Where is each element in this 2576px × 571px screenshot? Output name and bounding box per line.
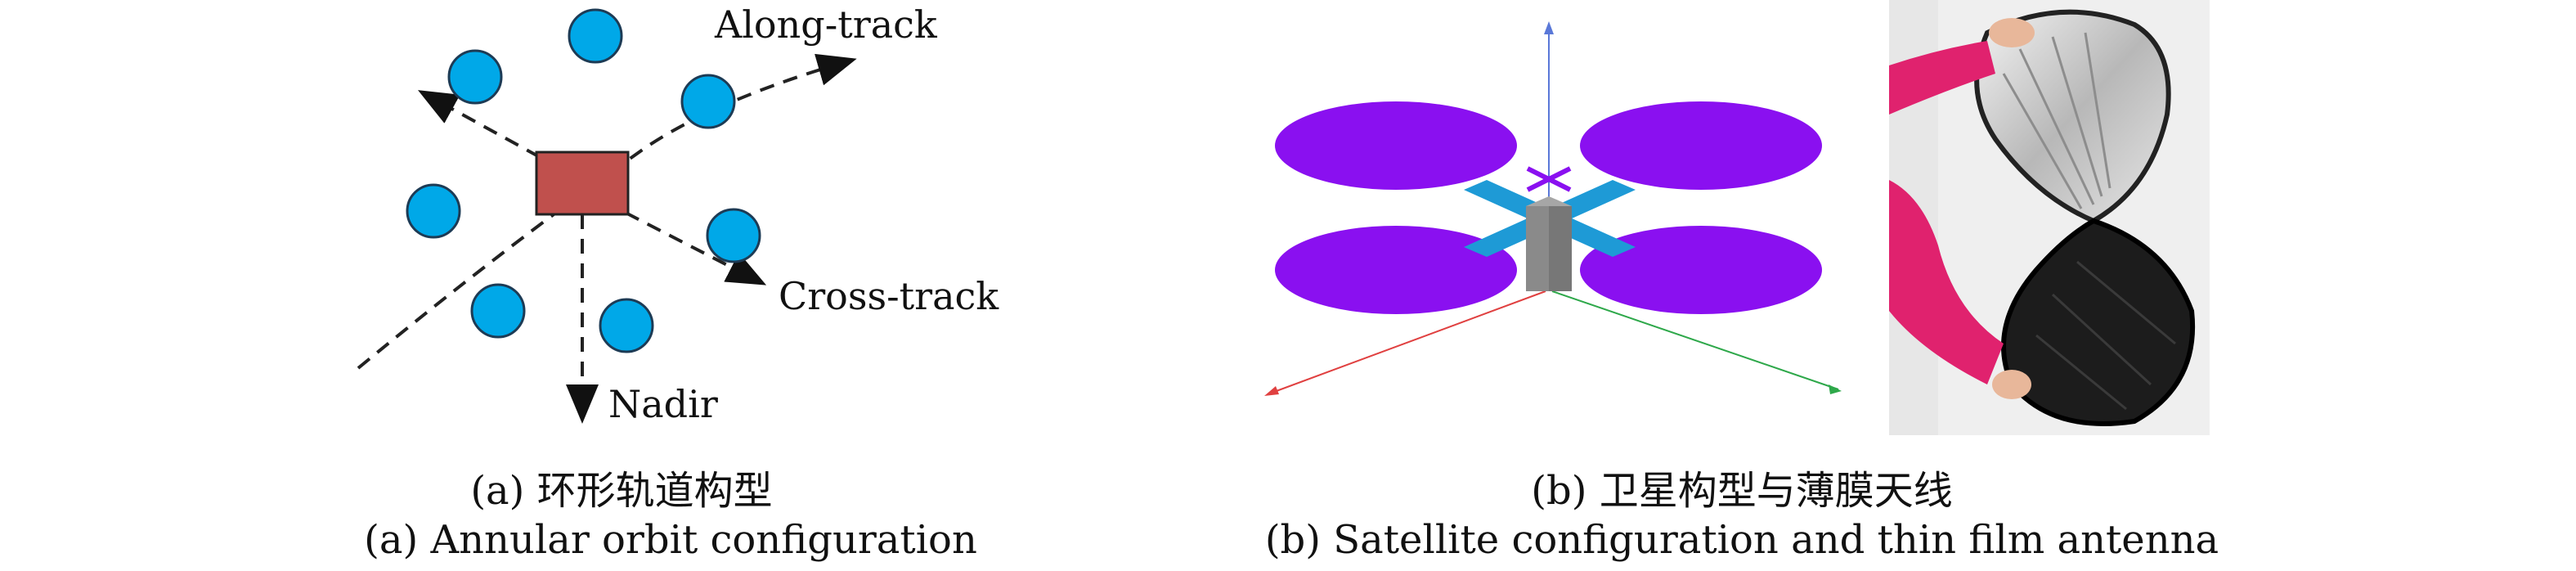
satellite-node [447,49,503,105]
caption-b-zh: (b) 卫星构型与薄膜天线 [1531,468,1953,514]
antenna-disk-upper-left [1275,101,1517,190]
photo-drawing [1889,0,2210,435]
black-film-lobe [2001,218,2196,426]
pink-sleeve-lower [1889,180,2004,384]
satellite-node [406,183,461,239]
top-cross-2 [1526,166,1572,192]
z-axis-arrow [1544,21,1554,34]
nadir-label: Nadir [608,382,718,426]
pink-sleeve-upper [1889,41,1995,115]
orbit-path [357,53,857,370]
hand-upper [1989,18,2035,47]
vector-cross-track [625,211,767,286]
x-axis-arrow [1264,386,1279,396]
vector-upper-left [417,90,541,159]
hub-satellite [535,151,630,216]
panel-b-satellite-render [1264,21,1842,396]
satellite-node [680,74,736,129]
cross-track-label: Cross-track [779,274,999,318]
caption-a-zh: (a) 环形轨道构型 [470,468,773,514]
panel-a-orbit-diagram: Along-track Cross-track Nadir [357,2,999,426]
antenna-disk-lower-left [1275,226,1517,314]
silver-film-lobe [1974,9,2171,224]
caption-a-en: (a) Annular orbit configuration [364,517,977,563]
satellite-bus-shade [1549,206,1572,291]
satellite-node [470,283,526,339]
x-axis [1267,290,1546,395]
antenna-disks [1275,101,1822,314]
thin-film-antenna-photo [1889,0,2210,435]
satellite-node [599,298,654,353]
caption-b-en: (b) Satellite configuration and thin fil… [1264,517,2219,563]
satellite-ring [406,8,761,353]
antenna-disk-lower-right [1580,226,1822,314]
y-axis-arrow [1829,384,1842,394]
y-axis [1551,290,1839,390]
along-track-label: Along-track [714,2,938,47]
satellite-node [568,8,623,64]
hand-lower [1992,370,2031,399]
antenna-disk-upper-right [1580,101,1822,190]
satellite-node [706,208,761,263]
